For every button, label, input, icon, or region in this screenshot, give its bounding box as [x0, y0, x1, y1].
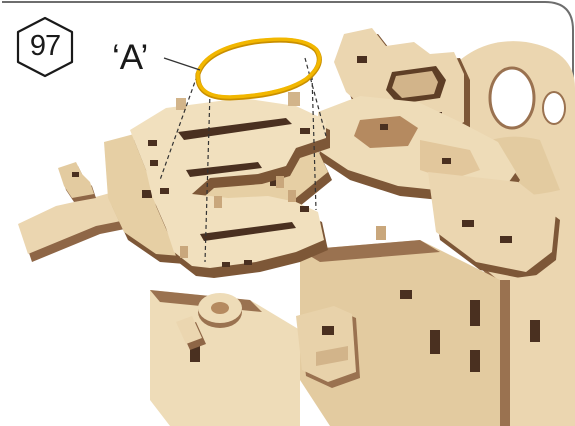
rubber-band-icon	[198, 39, 319, 98]
label-leader-line	[164, 58, 200, 70]
part-label: ‘A’	[112, 38, 148, 78]
step-number: 97	[14, 18, 76, 74]
